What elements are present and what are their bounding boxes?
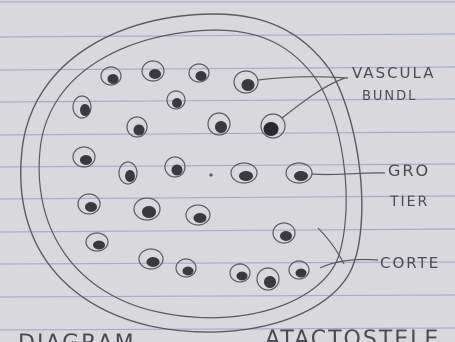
label-ground-line2: TIER <box>389 194 429 210</box>
label-vascular-line1: VASCULA <box>352 64 436 82</box>
caption-part2: ATACTOSTELE <box>265 327 440 342</box>
label-cortex: CORTE <box>380 254 440 272</box>
label-ground-line1: GRO <box>388 161 430 180</box>
pencil-dot <box>209 173 212 176</box>
label-vascular-line2: BUNDL <box>362 89 417 104</box>
caption-part1: DIAGRAM <box>18 331 136 342</box>
